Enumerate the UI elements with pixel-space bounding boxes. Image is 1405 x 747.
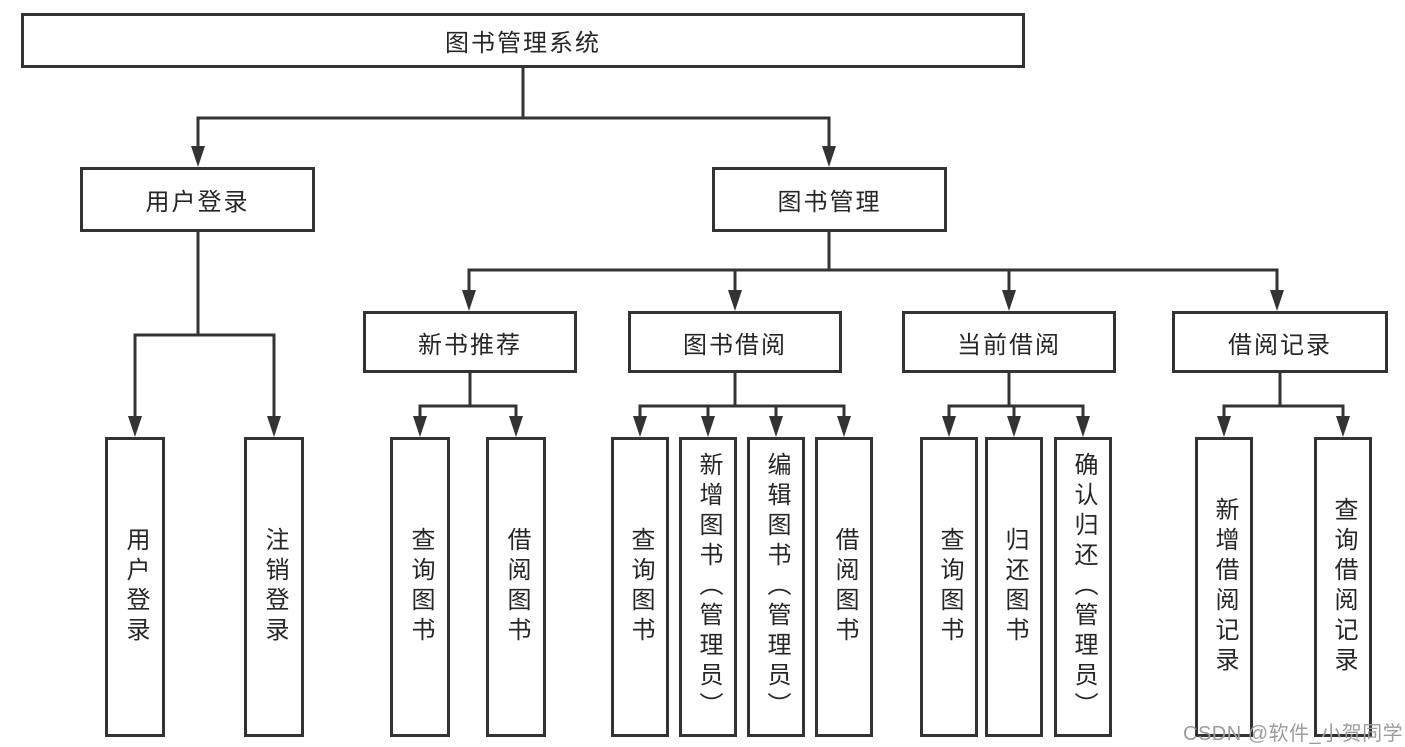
- leaf-borrowing-borrow: 借阅图书: [815, 437, 873, 737]
- leaf-records-query: 查询借阅记录: [1314, 437, 1372, 737]
- leaf-label: 用户登录: [122, 527, 149, 647]
- leaf-logout: 注销登录: [244, 437, 304, 737]
- leaf-records-add: 新增借阅记录: [1195, 437, 1253, 737]
- leaf-label: 借阅图书: [503, 527, 530, 647]
- leaf-label: 查询图书: [627, 527, 654, 647]
- leaf-borrowing-add: 新增图书（管理员）: [679, 437, 737, 737]
- leaf-current-return: 归还图书: [985, 437, 1043, 737]
- node-root: 图书管理系统: [21, 13, 1025, 68]
- node-book-borrowing: 图书借阅: [628, 311, 842, 373]
- leaf-label: 借阅图书: [831, 527, 858, 647]
- node-book-management: 图书管理: [712, 167, 947, 232]
- leaf-label: 注销登录: [261, 527, 288, 647]
- leaf-current-confirm-return: 确认归还（管理员）: [1054, 437, 1112, 737]
- leaf-current-query: 查询图书: [920, 437, 978, 737]
- leaf-borrowing-edit: 编辑图书（管理员）: [747, 437, 805, 737]
- leaf-label: 查询借阅记录: [1330, 497, 1357, 677]
- node-current-borrowing: 当前借阅: [902, 311, 1116, 373]
- leaf-borrowing-query: 查询图书: [611, 437, 669, 737]
- leaf-label: 新增图书（管理员）: [695, 452, 722, 722]
- node-user-login: 用户登录: [80, 167, 315, 232]
- csdn-watermark: CSDN @软件_小贺同学: [1183, 723, 1404, 745]
- leaf-label: 编辑图书（管理员）: [763, 452, 790, 722]
- leaf-label: 查询图书: [407, 527, 434, 647]
- leaf-user-login: 用户登录: [105, 437, 165, 737]
- node-borrow-records: 借阅记录: [1172, 311, 1388, 373]
- arrowheads: [128, 146, 1350, 437]
- leaf-label: 新增借阅记录: [1211, 497, 1238, 677]
- node-new-books: 新书推荐: [363, 311, 577, 373]
- leaf-label: 确认归还（管理员）: [1070, 452, 1097, 722]
- leaf-label: 归还图书: [1001, 527, 1028, 647]
- leaf-newbooks-borrow: 借阅图书: [486, 437, 546, 737]
- leaf-label: 查询图书: [936, 527, 963, 647]
- leaf-newbooks-query: 查询图书: [390, 437, 450, 737]
